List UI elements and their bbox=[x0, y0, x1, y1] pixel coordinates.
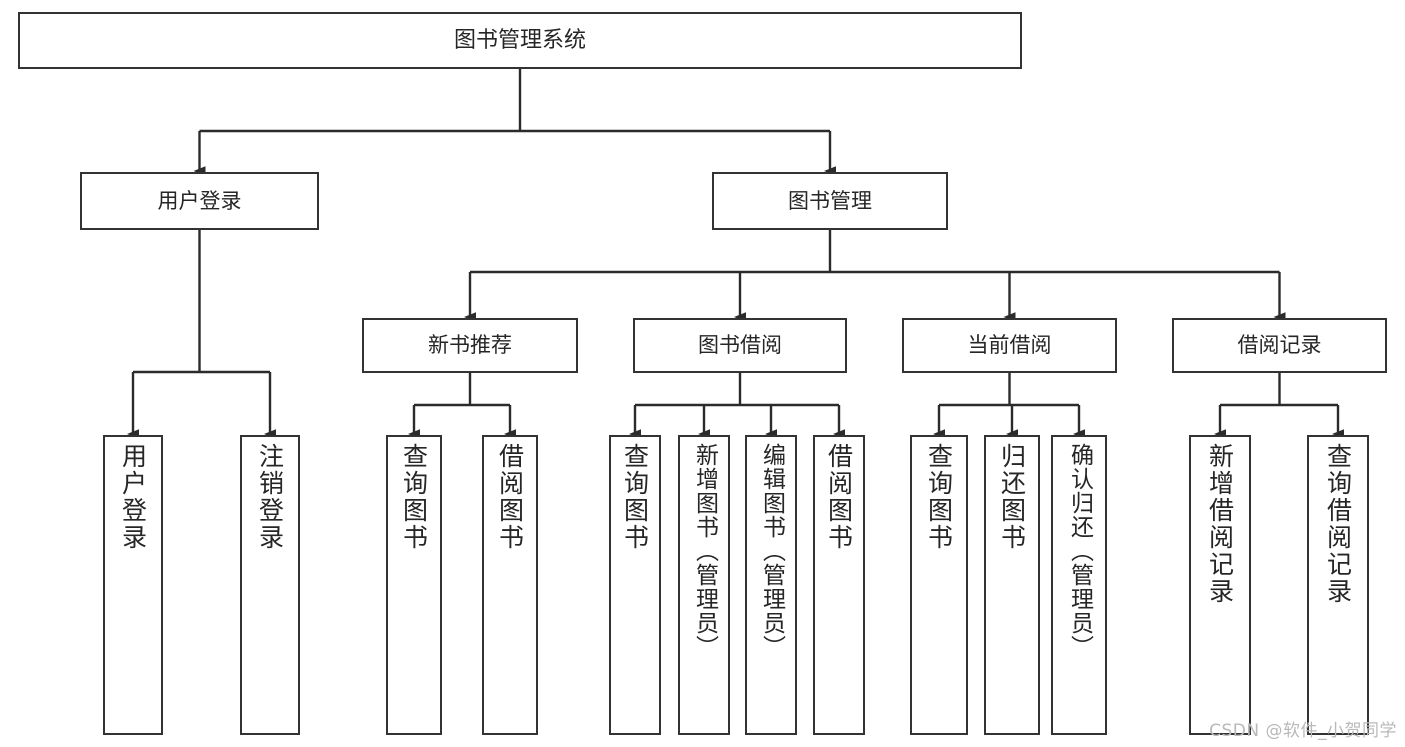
node-label-root: 图书管理系统 bbox=[453, 27, 586, 53]
node-label-confirm-return: 确认归还（管理员） bbox=[1066, 443, 1093, 659]
node-root[interactable]: 图书管理系统 bbox=[18, 12, 1022, 69]
node-edit-book-admin[interactable]: 编辑图书（管理员） bbox=[745, 435, 797, 735]
node-return-book[interactable]: 归还图书 bbox=[984, 435, 1040, 735]
node-label-borrow-record: 借阅记录 bbox=[1237, 333, 1322, 358]
node-label-query-record: 查询借阅记录 bbox=[1323, 443, 1353, 605]
node-label-query-book-1: 查询图书 bbox=[399, 443, 429, 551]
node-query-record[interactable]: 查询借阅记录 bbox=[1307, 435, 1369, 735]
node-current-borrow[interactable]: 当前借阅 bbox=[902, 318, 1117, 373]
node-label-edit-book-admin: 编辑图书（管理员） bbox=[758, 443, 785, 659]
node-label-add-book-admin: 新增图书（管理员） bbox=[691, 443, 718, 659]
node-borrow-book-2[interactable]: 借阅图书 bbox=[813, 435, 865, 735]
node-label-user-login-a: 用户登录 bbox=[118, 443, 148, 551]
node-label-book-manage: 图书管理 bbox=[788, 188, 872, 213]
node-label-user-logout: 注销登录 bbox=[255, 443, 285, 551]
node-label-new-book-rec: 新书推荐 bbox=[428, 333, 512, 358]
node-query-book-2[interactable]: 查询图书 bbox=[609, 435, 661, 735]
node-borrow-book-1[interactable]: 借阅图书 bbox=[482, 435, 538, 735]
node-add-book-admin[interactable]: 新增图书（管理员） bbox=[678, 435, 730, 735]
node-label-book-borrow: 图书借阅 bbox=[698, 333, 782, 358]
node-label-add-record: 新增借阅记录 bbox=[1205, 443, 1235, 605]
node-label-query-book-2: 查询图书 bbox=[620, 443, 650, 551]
node-label-query-book-3: 查询图书 bbox=[924, 443, 954, 551]
node-label-return-book: 归还图书 bbox=[997, 443, 1027, 551]
watermark-label: CSDN @软件_小贺同学 bbox=[1209, 721, 1397, 741]
node-label-borrow-book-1: 借阅图书 bbox=[495, 443, 525, 551]
node-borrow-record[interactable]: 借阅记录 bbox=[1172, 318, 1387, 373]
node-label-user-login: 用户登录 bbox=[157, 188, 242, 213]
node-user-logout[interactable]: 注销登录 bbox=[240, 435, 300, 735]
node-label-borrow-book-2: 借阅图书 bbox=[824, 443, 854, 551]
node-user-login[interactable]: 用户登录 bbox=[80, 172, 319, 230]
node-query-book-1[interactable]: 查询图书 bbox=[386, 435, 442, 735]
node-label-current-borrow: 当前借阅 bbox=[967, 333, 1052, 358]
node-add-record[interactable]: 新增借阅记录 bbox=[1189, 435, 1251, 735]
node-query-book-3[interactable]: 查询图书 bbox=[910, 435, 968, 735]
edge-paths bbox=[127, 69, 1344, 439]
node-new-book-rec[interactable]: 新书推荐 bbox=[362, 318, 578, 373]
node-book-manage[interactable]: 图书管理 bbox=[712, 172, 948, 230]
node-confirm-return[interactable]: 确认归还（管理员） bbox=[1051, 435, 1107, 735]
node-user-login-a[interactable]: 用户登录 bbox=[103, 435, 163, 735]
node-book-borrow[interactable]: 图书借阅 bbox=[633, 318, 847, 373]
